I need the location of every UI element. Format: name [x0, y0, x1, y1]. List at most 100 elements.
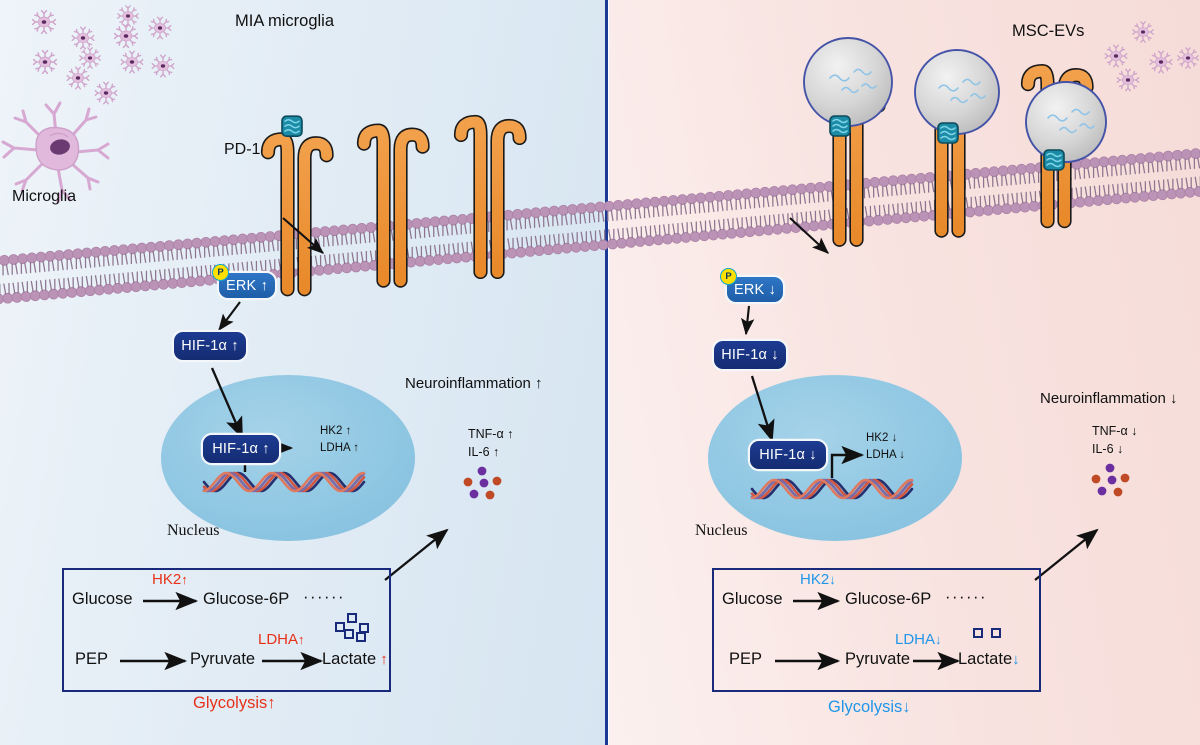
nucleus-left: [161, 375, 415, 541]
cytokine-dot-1: [477, 466, 487, 476]
hif1a-cytoplasm-label-left: HIF-1α ↑: [181, 338, 239, 354]
glucose6p-left: Glucose-6P: [203, 590, 290, 608]
hif1a-nucleus-right[interactable]: HIF-1α ↓: [750, 441, 826, 469]
microglia-icon-1: [31, 9, 57, 35]
arrow-erk-to-hif-right: [740, 305, 755, 336]
glycolysis-arrows-right: [775, 591, 961, 671]
cytokine-dot-5: [469, 489, 479, 499]
hk2-enzyme-left: HK2↑: [152, 571, 188, 588]
pep-right: PEP: [729, 650, 763, 668]
cytokine-particles-left: [463, 466, 502, 500]
panel-divider: [605, 0, 608, 745]
glycolysis-arrows-left: [120, 591, 324, 671]
target-hk2-left: HK2 ↑: [320, 425, 352, 437]
microglia-icon-2: [71, 26, 95, 50]
microglia-icon-3: [32, 49, 58, 75]
hif1a-cytoplasm-right[interactable]: HIF-1α ↓: [714, 341, 786, 369]
microglia-icon-4: [66, 66, 90, 90]
msc-ev-vesicle-2: [914, 49, 1000, 135]
cytokine-tnfa-right: TNF-α ↓: [1092, 424, 1138, 438]
lactate-square-1: [347, 613, 357, 623]
pd1-receptor-2: [356, 123, 430, 288]
nucleus-label-right: Nucleus: [695, 522, 748, 539]
erk-node-right[interactable]: ERK ↓: [727, 277, 783, 302]
signal-arrows: [210, 217, 1099, 581]
glycolysis-box-right: [712, 568, 1041, 692]
ev-ligand-icon-2: [937, 122, 959, 144]
msc-ev-vesicle-1: [803, 37, 893, 127]
phospho-badge-left: P: [212, 264, 229, 281]
ldha-enzyme-right: LDHA↓: [895, 631, 942, 648]
ldha-enzyme-left: LDHA↑: [258, 631, 305, 648]
microglia-icon-10: [151, 54, 175, 78]
erk-label-left: ERK ↑: [225, 277, 269, 294]
cytokine-dot-3: [1107, 475, 1117, 485]
cytokine-dot-4: [1120, 473, 1130, 483]
arrow-hif-to-nucleus-right: [750, 375, 775, 442]
pyruvate-right: Pyruvate: [845, 650, 911, 668]
lactate-particles-left: [335, 613, 369, 642]
ev-ligand-icon-1: [829, 115, 851, 137]
microglia-icon-9: [148, 16, 172, 40]
microglia-cell-label: Microglia: [12, 188, 77, 205]
lactate-square-1: [973, 628, 983, 638]
cytokine-dot-2: [463, 477, 473, 487]
cytokine-dot-1: [1105, 463, 1115, 473]
hif1a-cytoplasm-label-right: HIF-1α ↓: [721, 347, 779, 363]
hif1a-cytoplasm-left[interactable]: HIF-1α ↑: [174, 332, 246, 360]
microglia-cell-illustration: [1, 101, 110, 204]
glucose-right: Glucose: [722, 590, 783, 608]
cytokine-dot-2: [1091, 474, 1101, 484]
lactate-square-2: [335, 622, 345, 632]
hif1a-nucleus-label-right: HIF-1α ↓: [759, 447, 817, 463]
pyruvate-left: Pyruvate: [190, 650, 256, 668]
lactate-particles-right: [973, 628, 1001, 638]
pd1-receptor-3: [453, 114, 527, 280]
glycolysis-label-right: Glycolysis↓: [828, 698, 911, 716]
pd1-receptor-group: [260, 114, 527, 297]
erk-node-left[interactable]: ERK ↑: [219, 273, 275, 298]
cytokine-il6-left: IL-6 ↑: [468, 445, 500, 459]
microglia-icon-15: [1177, 47, 1199, 69]
msc-ev-vesicle-group: [803, 37, 1107, 171]
hif1a-nucleus-label-left: HIF-1α ↑: [212, 441, 270, 457]
pd1-receptor-1: [260, 132, 334, 297]
microglia-icon-13: [1104, 44, 1128, 68]
right-panel-title: MSC-EVs: [1012, 22, 1085, 40]
cytokine-particles-right: [1091, 463, 1130, 497]
cytokine-tnfa-left: TNF-α ↑: [468, 427, 514, 441]
glucose-left: Glucose: [72, 590, 133, 608]
hif1a-nucleus-left[interactable]: HIF-1α ↑: [203, 435, 279, 463]
arrow-erk-to-hif-left: [218, 301, 241, 332]
neuroinflammation-right: Neuroinflammation ↓: [1040, 390, 1178, 407]
cytokine-il6-right: IL-6 ↓: [1092, 442, 1124, 456]
lactate-left: Lactate ↑: [322, 650, 388, 668]
microglia-icon-12: [1132, 21, 1154, 43]
cytokine-dot-4: [492, 476, 502, 486]
left-panel-title: MIA microglia: [235, 12, 335, 30]
glycolysis-label-left: Glycolysis↑: [193, 694, 276, 712]
arrow-glycolysis-to-cytokines-right: [1034, 528, 1099, 581]
ev-ligand-icon-3: [1043, 149, 1065, 171]
arrow-membrane-to-erk-left: [282, 217, 324, 254]
arrow-hif-to-nucleus-left: [210, 367, 244, 439]
arrow-glycolysis-to-cytokines-left: [384, 528, 449, 581]
microglia-icon-6: [79, 47, 101, 69]
lactate-square-4: [344, 629, 354, 639]
pd1-label: PD-1: [224, 141, 261, 158]
cytokine-dot-5: [1097, 486, 1107, 496]
microglia-icon-7: [120, 50, 144, 74]
hk2-enzyme-right: HK2↓: [800, 571, 836, 588]
target-ldha-left: LDHA ↑: [320, 442, 359, 454]
ellipsis-right: ······: [945, 588, 987, 606]
cytokine-dot-6: [1113, 487, 1123, 497]
plasma-membrane: [0, 146, 1200, 306]
transcription-arrow-right: [830, 445, 865, 478]
cytokine-dot-3: [479, 478, 489, 488]
phospho-badge-right: P: [720, 268, 737, 285]
lactate-square-5: [356, 632, 366, 642]
dna-helix-left: [202, 471, 366, 493]
microglia-icon-14: [1149, 50, 1173, 74]
glucose6p-right: Glucose-6P: [845, 590, 932, 608]
lactate-right: Lactate↓: [958, 650, 1020, 668]
